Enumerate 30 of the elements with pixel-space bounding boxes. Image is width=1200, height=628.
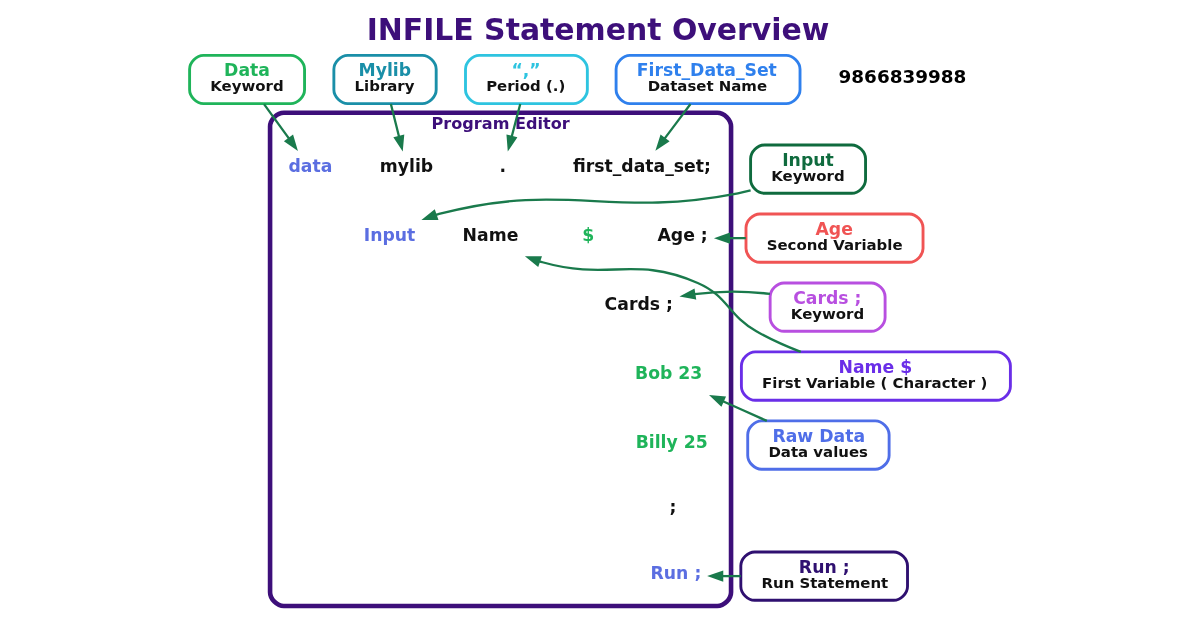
node-text: Age ; <box>657 225 708 245</box>
node-box: “,” Period (.) <box>464 53 589 106</box>
arrow <box>421 189 751 220</box>
node-text: mylib <box>379 156 434 177</box>
node-box: Name $ First Variable ( Character ) <box>739 350 1012 402</box>
arrow <box>707 570 741 582</box>
node-text: Name <box>462 225 519 245</box>
node-box: Cards ; Keyword <box>768 281 887 333</box>
node-text: data <box>288 156 333 177</box>
label: 9866839988 <box>838 65 967 87</box>
arrow <box>655 103 692 151</box>
node-text: Cards ; <box>604 293 673 314</box>
arrow <box>679 288 771 300</box>
node-box: Age Second Variable <box>744 212 925 264</box>
node-text: . <box>499 156 506 177</box>
node-box: Data Keyword <box>188 53 306 106</box>
node-text: Billy 25 <box>635 431 708 452</box>
node-text: $ <box>582 225 595 245</box>
node-text: Run ; <box>650 562 702 583</box>
node-text: ; <box>669 497 677 518</box>
node-text: first_data_set; <box>572 156 711 177</box>
node-box: Raw Data Data values <box>746 419 891 471</box>
node-box: Mylib Library <box>332 53 438 106</box>
node-box: Run ; Run Statement <box>739 550 909 602</box>
node-text: Bob 23 <box>635 362 703 383</box>
node-box: Input Keyword <box>749 143 867 195</box>
node-box: First_Data_Set Dataset Name <box>614 53 802 106</box>
diagram-title: INFILE Statement Overview <box>366 12 830 48</box>
node-text: Input <box>363 225 416 245</box>
arrow <box>709 395 768 422</box>
